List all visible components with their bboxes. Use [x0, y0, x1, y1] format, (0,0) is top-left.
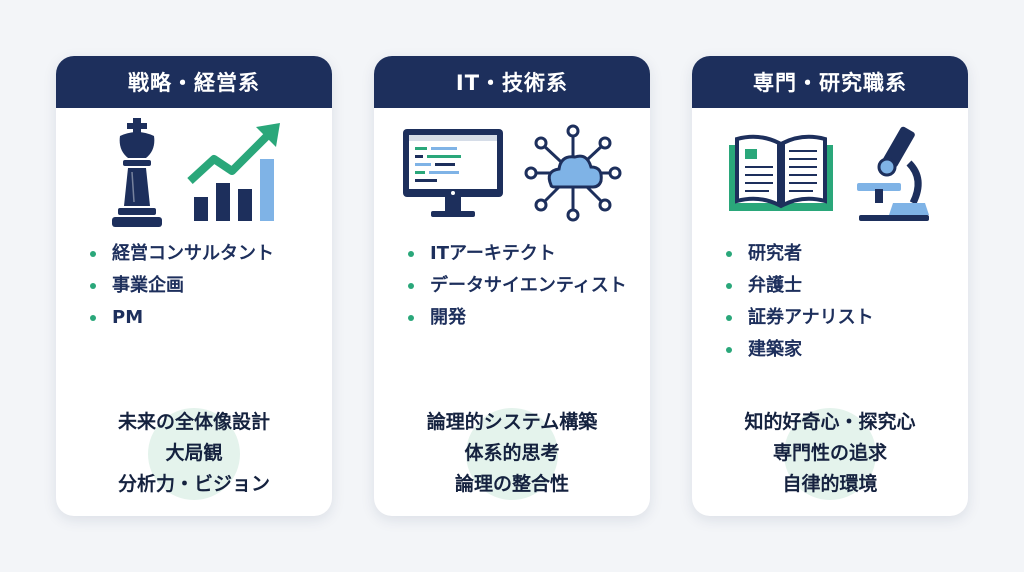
bullet-icon [726, 251, 732, 257]
card-icons [56, 108, 332, 238]
card-title: IT・技術系 [374, 56, 650, 108]
traits: 論理的システム構築 体系的思考 論理の整合性 [374, 407, 650, 500]
job-list: ITアーキテクト データサイエンティスト 開発 [374, 238, 650, 334]
traits: 未来の全体像設計 大局観 分析力・ビジョン [56, 407, 332, 500]
bullet-icon [408, 251, 414, 257]
bullet-icon [408, 283, 414, 289]
bullet-icon [726, 347, 732, 353]
trait-line: 体系的思考 [464, 442, 560, 464]
traits-background-circle [466, 407, 558, 500]
cloud-network-icon [523, 123, 623, 223]
trait-line: 大局観 [165, 442, 223, 464]
list-item: PM [90, 302, 332, 334]
trait-line: 専門性の追求 [772, 442, 887, 464]
card-strategy: 戦略・経営系 経営コンサル [56, 56, 332, 516]
card-title: 戦略・経営系 [56, 56, 332, 108]
list-item: 建築家 [726, 334, 968, 366]
job-list: 経営コンサルタント 事業企画 PM [56, 238, 332, 334]
bullet-icon [726, 315, 732, 321]
bullet-icon [408, 315, 414, 321]
list-item: 事業企画 [90, 270, 332, 302]
card-it: IT・技術系 [374, 56, 650, 516]
list-item: 弁護士 [726, 270, 968, 302]
job-list: 研究者 弁護士 証券アナリスト 建築家 [692, 238, 968, 366]
trait-line: 未来の全体像設計 [117, 411, 270, 433]
trait-line: 分析力・ビジョン [117, 473, 270, 495]
open-book-icon [727, 131, 835, 215]
card-title: 専門・研究職系 [692, 56, 968, 108]
traits-background-circle [784, 407, 876, 500]
chess-king-icon [106, 118, 168, 228]
bullet-icon [90, 315, 96, 321]
bullet-icon [726, 283, 732, 289]
list-item: データサイエンティスト [408, 270, 650, 302]
card-icons [692, 108, 968, 238]
code-monitor-icon [401, 125, 505, 221]
traits-background-circle [148, 407, 240, 500]
traits: 知的好奇心・探究心 専門性の追求 自律的環境 [692, 407, 968, 500]
card-research: 専門・研究職系 [692, 56, 968, 516]
microscope-icon [853, 123, 933, 223]
list-item: 研究者 [726, 238, 968, 270]
card-icons [374, 108, 650, 238]
list-item: 経営コンサルタント [90, 238, 332, 270]
list-item: 証券アナリスト [726, 302, 968, 334]
trait-line: 論理的システム構築 [426, 411, 598, 433]
list-item: 開発 [408, 302, 650, 334]
trait-line: 知的好奇心・探究心 [744, 411, 916, 433]
trait-line: 論理の整合性 [454, 473, 569, 495]
growth-chart-icon [186, 121, 282, 225]
bullet-icon [90, 251, 96, 257]
bullet-icon [90, 283, 96, 289]
trait-line: 自律的環境 [782, 473, 878, 495]
list-item: ITアーキテクト [408, 238, 650, 270]
